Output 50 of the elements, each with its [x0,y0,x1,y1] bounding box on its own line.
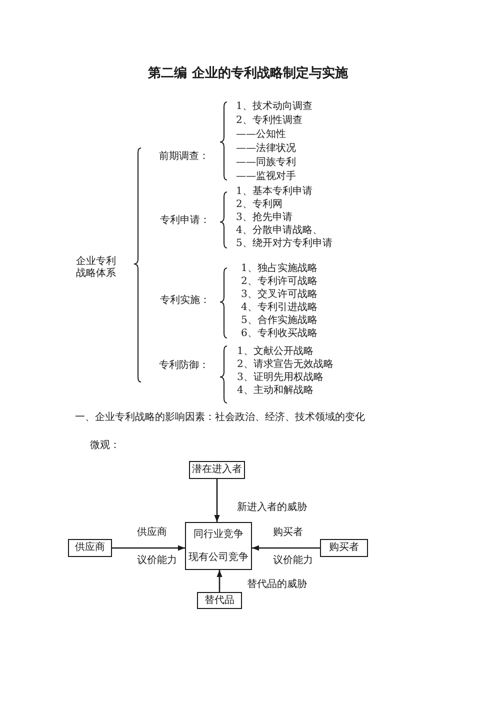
node-text: 现有公司竞争 [188,552,248,564]
list-item: ——法律状况 [236,143,296,155]
edge-label: 购买者 [273,527,303,539]
list-item: 4、分散申请战略、 [236,225,322,237]
category-label: 专利申请： [160,215,210,227]
heading: 第二编 企业的专利战略制定与实施 [148,66,348,81]
rectangle [197,592,242,609]
arrow-caption: 议价能力 [273,555,313,567]
category-label: 专利实施： [160,295,210,307]
rectangle [68,539,112,557]
list-item: 1、独占实施战略 [241,263,318,275]
arrow [252,545,320,551]
list-item: 2、专利许可战略 [241,276,318,288]
edge-label: 新进入者的威胁 [237,502,307,514]
list-item: 2、请求宣告无效战略 [237,359,334,371]
rectangle [320,539,368,557]
rectangle [185,522,252,570]
list-item: 4、专利引进战略 [241,302,318,314]
edge-label: 供应商 [137,527,167,539]
rectangle [189,461,245,479]
paragraph: 一、企业专利战略的影响因素：社会政治、经济、技术领域的变化 [75,412,365,424]
list-item: 1、技术动向调查 [236,101,312,113]
list-item: ——同族专利 [236,157,296,169]
list-item: ——公知性 [236,129,286,141]
list-item: 5、绕开对方专利申请 [236,238,332,250]
subheading: 微观： [90,440,120,452]
list-item: 2、专利性调查 [236,115,302,127]
list-item: 2、专利网 [236,199,282,211]
node-text: 同行业竞争 [194,528,244,540]
list-item: 3、证明先用权战略 [237,372,324,384]
node-text: 潜在进入者 [192,464,242,476]
list-item: 6、专利收买战略 [241,328,318,340]
arrow [112,545,185,551]
arrow [214,479,220,522]
list-item: 1、文献公开战略 [237,346,314,358]
arrow-caption: 议价能力 [137,555,177,567]
list-item: ——监视对手 [236,171,296,183]
root-label: 企业专利战略体系 [76,256,117,280]
list-item: 3、抢先申请 [236,212,292,224]
list-item: 5、合作实施战略 [241,315,318,327]
edge-label: 替代品的威胁 [247,579,307,591]
list-item: 4、主动和解战略 [237,385,314,397]
node-text: 替代品 [204,594,234,606]
category-label: 前期调查： [159,151,209,163]
node-text: 供应商 [75,542,105,554]
category-label: 专利防御： [159,360,209,372]
arrow [216,570,222,592]
node-text: 购买者 [329,542,359,554]
list-item: 1、基本专利申请 [236,186,312,198]
list-item: 3、交叉许可战略 [241,289,318,301]
